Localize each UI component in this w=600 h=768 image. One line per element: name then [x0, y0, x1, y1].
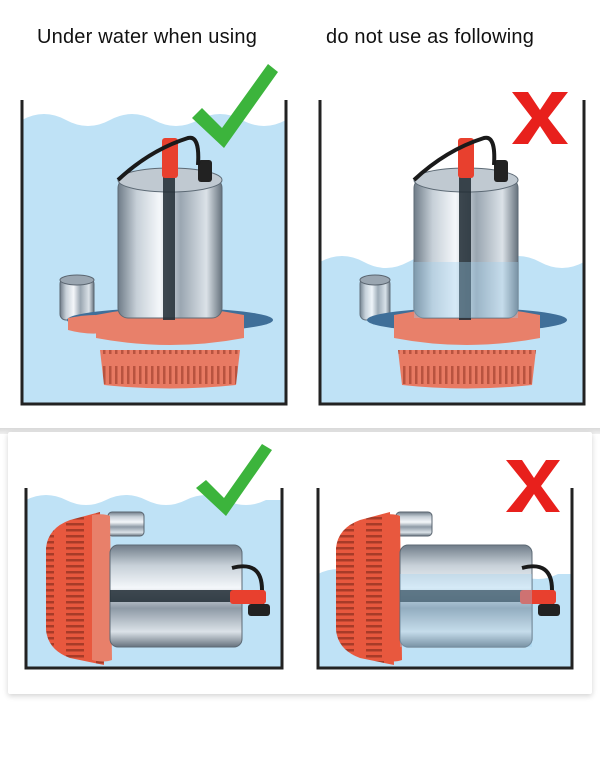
panel-divider: [0, 428, 600, 434]
heading-incorrect-usage: do not use as following: [326, 26, 535, 48]
pump-horizontal: [46, 511, 270, 665]
pump-upright: [59, 135, 273, 389]
pump-upright: [359, 135, 567, 389]
check-icon: [192, 64, 278, 148]
scene-upright-half-submerged: [318, 92, 586, 406]
cross-icon: [512, 92, 568, 144]
check-icon: [196, 444, 272, 516]
cross-icon: [506, 460, 560, 512]
heading-correct-usage: Under water when using: [37, 26, 258, 48]
tank-outline: [24, 488, 284, 670]
tank-outline: [318, 100, 586, 406]
scene-upright-submerged: [20, 64, 288, 406]
tank-outline: [20, 100, 288, 406]
tank-outline: [316, 488, 574, 670]
pump-horizontal: [336, 511, 560, 665]
scene-horizontal-half-submerged: [316, 460, 574, 670]
scene-horizontal-submerged: [24, 444, 284, 670]
